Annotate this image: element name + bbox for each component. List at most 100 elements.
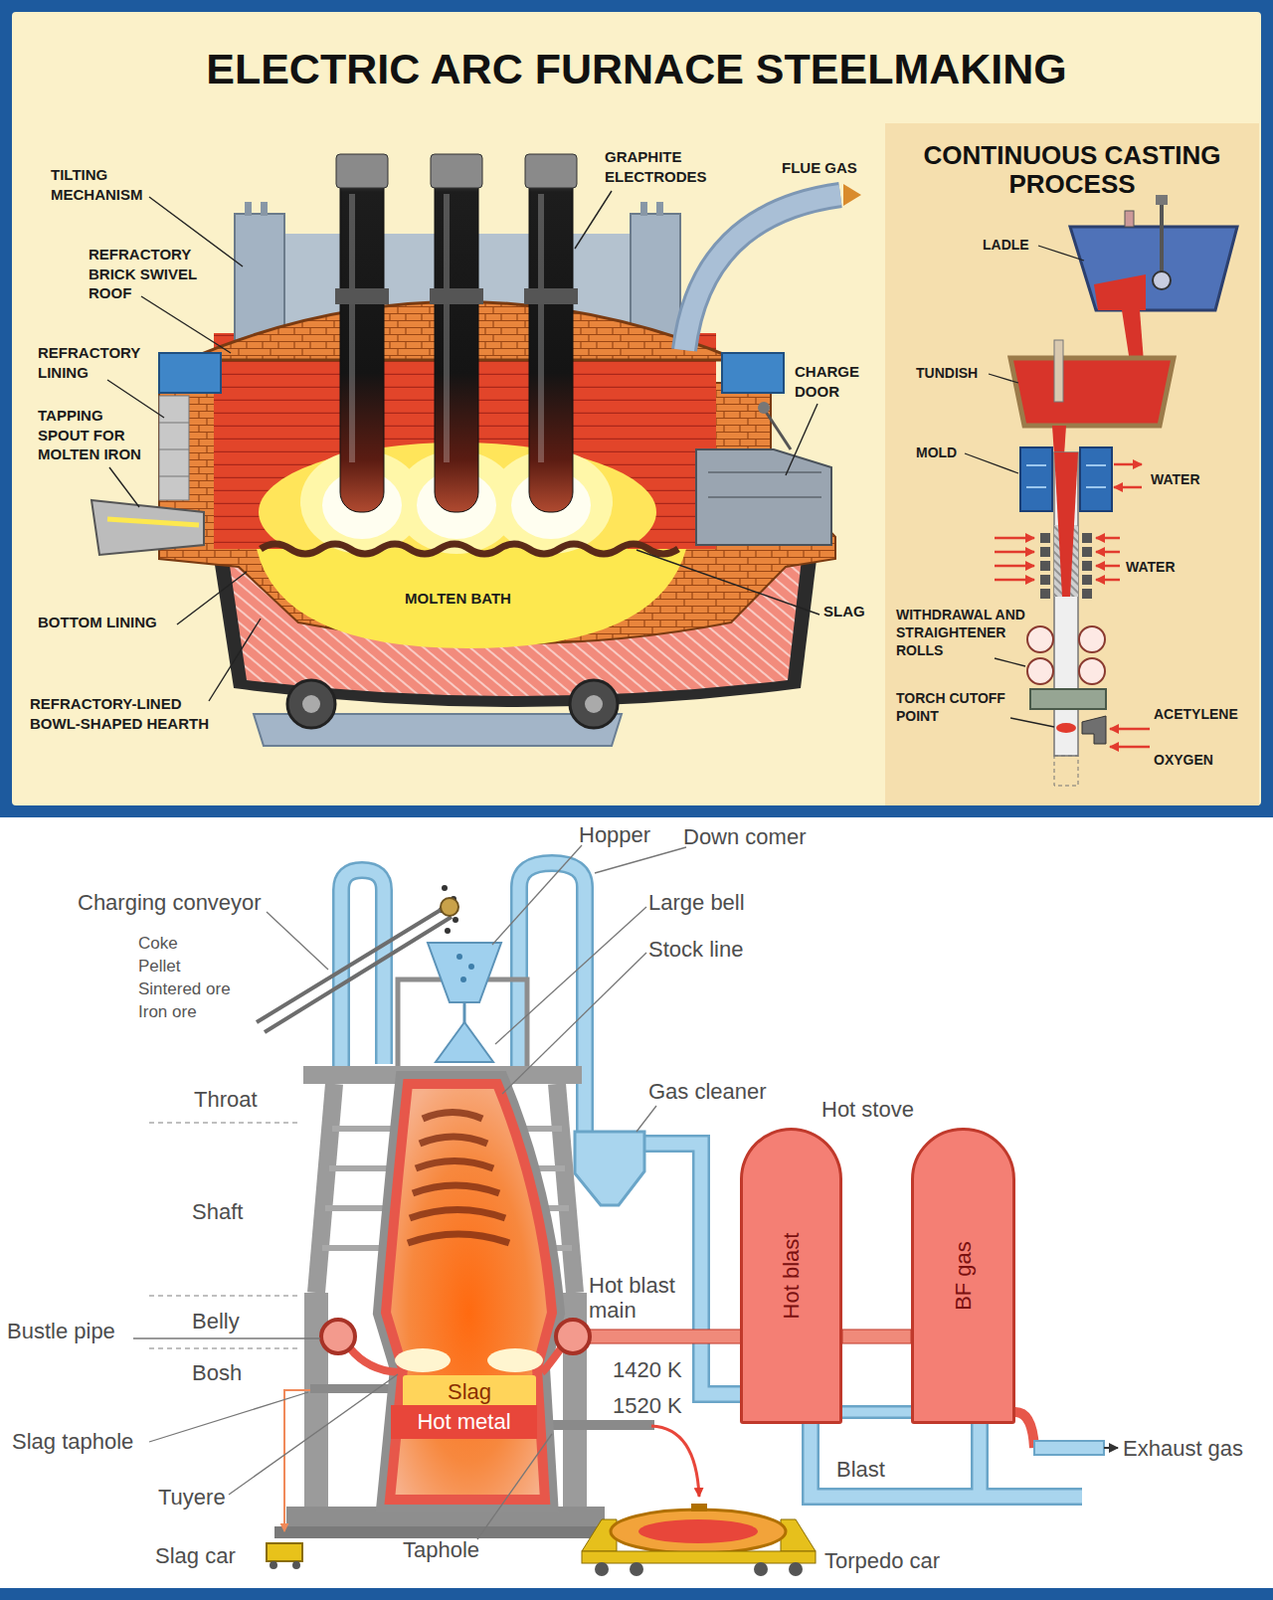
arc-furnace-illustration — [107, 519, 199, 526]
part-label: Charging conveyor — [77, 890, 262, 915]
leader-line — [574, 190, 612, 249]
torpedo-car — [629, 1562, 644, 1577]
arc-furnace-illustration — [159, 476, 189, 478]
continuous-casting-illustration — [1030, 689, 1106, 710]
blast-furnace-frame — [556, 1084, 575, 1293]
continuous-casting-illustration — [1040, 546, 1051, 557]
part-label: WATER — [1150, 470, 1201, 489]
part-label: Down comer — [683, 824, 806, 850]
flow-arrow — [1109, 727, 1150, 731]
part-label: TAPPING SPOUT FOR MOLTEN IRON — [37, 405, 156, 465]
leader-line — [1038, 245, 1085, 261]
leader-line — [107, 190, 820, 702]
page-background — [11, 11, 1262, 806]
arc-furnace-illustration — [302, 695, 321, 714]
blast-furnace-body — [350, 1348, 561, 1373]
continuous-casting-illustration — [1079, 626, 1105, 653]
hot-blast-pipe — [589, 1329, 741, 1344]
page-background — [885, 123, 1260, 806]
arc-furnace-illustration — [430, 154, 483, 188]
gas-pipe — [642, 1143, 741, 1395]
node-label: Hot metal — [416, 1411, 511, 1434]
part-label: ACETYLENE — [1153, 705, 1239, 724]
continuous-casting-illustration — [1082, 560, 1092, 571]
continuous-casting-illustration — [1027, 658, 1054, 685]
part-label: Sintered ore — [138, 979, 231, 1000]
part-label: Pellet — [138, 956, 182, 977]
part-label: Slag taphole — [11, 1429, 134, 1455]
slag-car — [292, 1561, 301, 1570]
tapping-flow — [284, 1390, 311, 1532]
part-label: REFRACTORY LINING — [37, 343, 153, 382]
charging-system — [456, 953, 463, 960]
arc-furnace-illustration — [525, 154, 577, 188]
arc-furnace-illustration — [656, 201, 664, 216]
continuous-casting-illustration — [1082, 588, 1092, 599]
continuous-casting-illustration — [1010, 358, 1174, 426]
part-label: LADLE — [982, 235, 1030, 254]
arc-furnace-illustration — [684, 194, 841, 351]
arc-furnace-illustration — [640, 201, 648, 216]
part-label: Hot stove — [821, 1096, 914, 1122]
flow-arrow — [1095, 564, 1120, 568]
continuous-casting-illustration — [1155, 194, 1168, 205]
blast-furnace-frame — [274, 979, 655, 1539]
continuous-casting-illustration — [1020, 447, 1053, 512]
part-label: CHARGE DOOR — [794, 362, 875, 401]
hot-blast-pipe — [842, 1329, 911, 1344]
blast-furnace-body — [407, 1112, 510, 1245]
arc-furnace-illustration — [159, 422, 189, 424]
blast-furnace-body — [385, 1084, 552, 1500]
continuous-casting-illustration — [1082, 546, 1092, 557]
arc-furnace-illustration — [260, 544, 679, 554]
arc-furnace-illustration — [443, 193, 450, 463]
continuous-casting-illustration — [1010, 194, 1238, 786]
level-line — [149, 1122, 299, 1349]
part-label: Coke — [138, 933, 179, 954]
leader-line — [1010, 718, 1055, 728]
arc-furnace-illustration — [429, 288, 484, 305]
torpedo-car — [788, 1562, 803, 1577]
blast-furnace-body — [487, 1348, 544, 1373]
arc-furnace-illustration — [708, 471, 822, 474]
page-background — [0, 0, 1273, 818]
leader-line — [266, 911, 329, 970]
leader-line — [964, 245, 1085, 728]
continuous-casting-illustration — [1121, 310, 1144, 363]
part-label: Shaft — [191, 1199, 243, 1225]
leader-line — [636, 549, 820, 615]
flow-arrow — [1113, 486, 1142, 490]
part-label: OXYGEN — [1153, 750, 1214, 769]
part-label: Slag car — [155, 1543, 236, 1569]
part-label: GRAPHITE ELECTRODES — [604, 147, 725, 186]
continuous-casting-illustration — [1040, 574, 1051, 585]
part-label: Hot blast main — [588, 1273, 699, 1324]
continuous-casting-illustration — [1052, 425, 1067, 456]
continuous-casting-illustration — [1093, 274, 1146, 311]
arc-furnace-illustration — [843, 183, 862, 206]
part-label: BOTTOM LINING — [37, 612, 158, 633]
level-line — [149, 1121, 299, 1124]
leader-line — [994, 658, 1026, 667]
leader-line — [636, 1105, 657, 1132]
continuous-casting-illustration — [1079, 658, 1105, 685]
arc-furnace-illustration — [529, 164, 573, 513]
arc-furnace-illustration — [434, 164, 479, 513]
torpedo-car — [691, 1503, 708, 1512]
arc-furnace-illustration — [349, 193, 356, 463]
arc-furnace-illustration — [569, 680, 618, 728]
part-label: Torpedo car — [824, 1548, 940, 1574]
part-label: Taphole — [402, 1537, 480, 1563]
flow-arrow — [994, 537, 1035, 541]
arc-furnace-illustration — [91, 154, 862, 746]
gas-pipe — [810, 1424, 1083, 1497]
continuous-casting-illustration — [1026, 464, 1047, 467]
part-label: WITHDRAWAL AND STRAIGHTENER ROLLS — [896, 605, 1051, 661]
arc-furnace-illustration — [91, 500, 204, 555]
arc-furnace-illustration — [696, 449, 832, 546]
arc-furnace-illustration — [584, 695, 603, 714]
blast-furnace-body — [385, 1084, 552, 1500]
blast-furnace-body — [394, 1348, 451, 1373]
part-label: Large bell — [648, 890, 745, 915]
flow-arrow — [1095, 537, 1120, 541]
